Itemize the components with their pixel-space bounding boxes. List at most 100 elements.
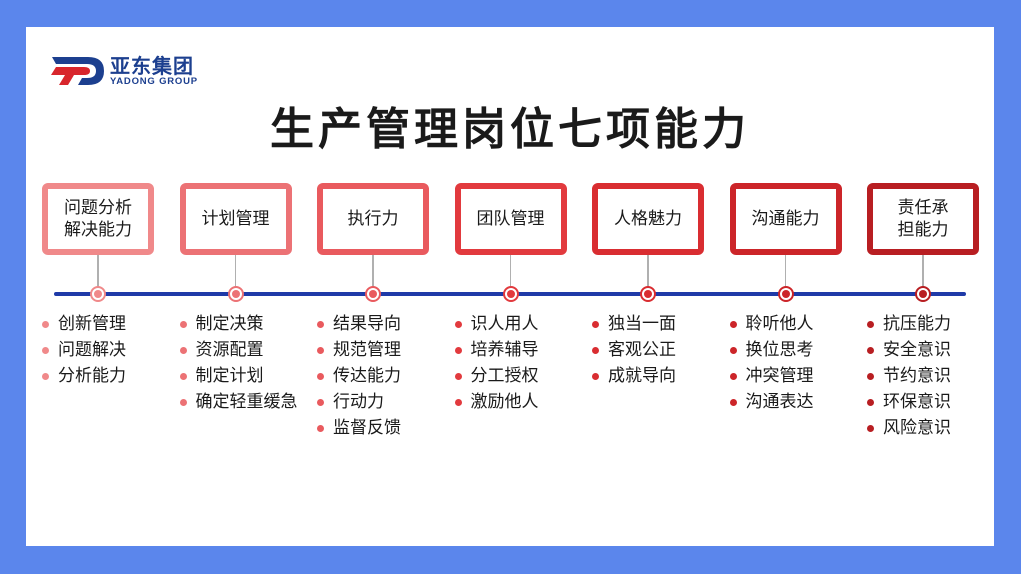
- skill-item: 客观公正: [592, 337, 676, 363]
- skill-text: 换位思考: [745, 340, 814, 360]
- skill-text: 创新管理: [58, 314, 126, 334]
- skill-text: 行动力: [333, 392, 384, 412]
- skill-list: 结果导向规范管理传达能力行动力监督反馈: [317, 311, 401, 441]
- bullet-dot-icon: [867, 425, 874, 432]
- bullet-dot-icon: [454, 399, 462, 406]
- skill-list: 独当一面客观公正成就导向: [592, 311, 676, 389]
- bullet-dot-icon: [317, 347, 324, 354]
- skill-item: 环保意识: [867, 389, 951, 415]
- skill-item: 换位思考: [729, 337, 814, 363]
- ability-box: 问题分析解决能力: [42, 183, 154, 255]
- connector-line: [784, 255, 786, 293]
- skill-item: 风险意识: [867, 415, 951, 441]
- skill-item: 分工授权: [454, 363, 539, 389]
- skill-text: 风险意识: [883, 418, 951, 438]
- timeline-node: [640, 286, 656, 302]
- skill-item: 分析能力: [42, 363, 126, 389]
- bullet-dot-icon: [867, 373, 874, 380]
- connector-line: [372, 255, 374, 293]
- ability-label: 责任承担能力: [894, 197, 953, 241]
- bullet-dot-icon: [42, 321, 49, 328]
- skill-text: 冲突管理: [745, 366, 814, 386]
- skill-text: 沟通表达: [745, 392, 814, 412]
- skill-text: 资源配置: [195, 340, 264, 360]
- skill-item: 独当一面: [592, 311, 676, 337]
- skill-text: 传达能力: [333, 366, 401, 386]
- ability-label-line: 担能力: [897, 220, 949, 240]
- ability-label: 人格魅力: [610, 208, 686, 230]
- skill-text: 环保意识: [883, 392, 951, 412]
- ability-label-line: 计划管理: [201, 209, 270, 229]
- ability-label: 沟通能力: [748, 208, 824, 230]
- skill-text: 制定计划: [195, 366, 264, 386]
- ability-label: 问题分析解决能力: [60, 197, 136, 241]
- skill-text: 分工授权: [470, 366, 539, 386]
- skill-list: 聆听他人换位思考冲突管理沟通表达: [729, 311, 814, 415]
- skill-item: 成就导向: [592, 363, 676, 389]
- bullet-dot-icon: [42, 347, 49, 354]
- bullet-dot-icon: [454, 321, 462, 328]
- skill-item: 制定计划: [179, 363, 298, 389]
- skill-text: 分析能力: [58, 366, 126, 386]
- ability-box: 责任承担能力: [867, 183, 979, 255]
- timeline-node: [502, 286, 519, 302]
- skill-list: 抗压能力安全意识节约意识环保意识风险意识: [867, 311, 951, 441]
- infographic-card: 亚东集团 YADONG GROUP 生产管理岗位七项能力 问题分析解决能力创新管…: [26, 27, 994, 546]
- ability-box: 团队管理: [454, 183, 567, 255]
- skill-item: 培养辅导: [454, 337, 539, 363]
- bullet-dot-icon: [317, 425, 324, 432]
- skill-item: 安全意识: [867, 337, 951, 363]
- ability-box: 沟通能力: [729, 183, 842, 255]
- skill-text: 问题解决: [58, 340, 126, 360]
- skill-item: 抗压能力: [867, 311, 951, 337]
- yadong-logo-icon: [51, 57, 104, 85]
- skill-text: 激励他人: [470, 392, 539, 412]
- logo-name-en: YADONG GROUP: [110, 76, 198, 87]
- connector-line: [234, 255, 236, 293]
- skill-text: 独当一面: [608, 314, 676, 334]
- ability-box: 计划管理: [179, 183, 292, 255]
- bullet-dot-icon: [317, 373, 324, 380]
- skill-text: 抗压能力: [883, 314, 951, 334]
- bullet-dot-icon: [42, 373, 49, 380]
- skill-text: 识人用人: [470, 314, 539, 334]
- skill-text: 客观公正: [608, 340, 676, 360]
- bullet-dot-icon: [179, 347, 187, 354]
- skill-item: 激励他人: [454, 389, 539, 415]
- connector-line: [922, 255, 924, 293]
- skill-text: 培养辅导: [470, 340, 539, 360]
- skill-text: 聆听他人: [745, 314, 814, 334]
- skill-text: 节约意识: [883, 366, 951, 386]
- ability-label-line: 问题分析: [64, 198, 132, 218]
- skill-item: 规范管理: [317, 337, 401, 363]
- skill-text: 监督反馈: [333, 418, 401, 438]
- timeline-node: [227, 286, 244, 302]
- skill-text: 规范管理: [333, 340, 401, 360]
- bullet-dot-icon: [729, 347, 737, 354]
- bullet-dot-icon: [179, 399, 187, 406]
- skill-item: 聆听他人: [729, 311, 814, 337]
- ability-label: 团队管理: [473, 208, 549, 230]
- connector-line: [647, 255, 649, 293]
- timeline-node: [915, 286, 931, 302]
- ability-label-line: 执行力: [347, 209, 399, 229]
- company-logo: 亚东集团 YADONG GROUP: [48, 54, 198, 88]
- bullet-dot-icon: [317, 321, 324, 328]
- skill-list: 创新管理问题解决分析能力: [42, 311, 126, 389]
- skill-item: 冲突管理: [729, 363, 814, 389]
- skill-text: 制定决策: [195, 314, 264, 334]
- ability-box: 人格魅力: [592, 183, 704, 255]
- skill-item: 制定决策: [179, 311, 298, 337]
- connector-line: [97, 255, 99, 293]
- skill-list: 制定决策资源配置制定计划确定轻重缓急: [179, 311, 298, 415]
- bullet-dot-icon: [454, 373, 462, 380]
- bullet-dot-icon: [867, 399, 874, 406]
- ability-label-line: 解决能力: [64, 220, 132, 240]
- skill-item: 节约意识: [867, 363, 951, 389]
- skill-text: 确定轻重缓急: [195, 392, 298, 412]
- logo-name-cn: 亚东集团: [110, 54, 194, 78]
- connector-line: [509, 255, 511, 293]
- skill-text: 结果导向: [333, 314, 401, 334]
- skill-text: 成就导向: [608, 366, 676, 386]
- bullet-dot-icon: [317, 399, 324, 406]
